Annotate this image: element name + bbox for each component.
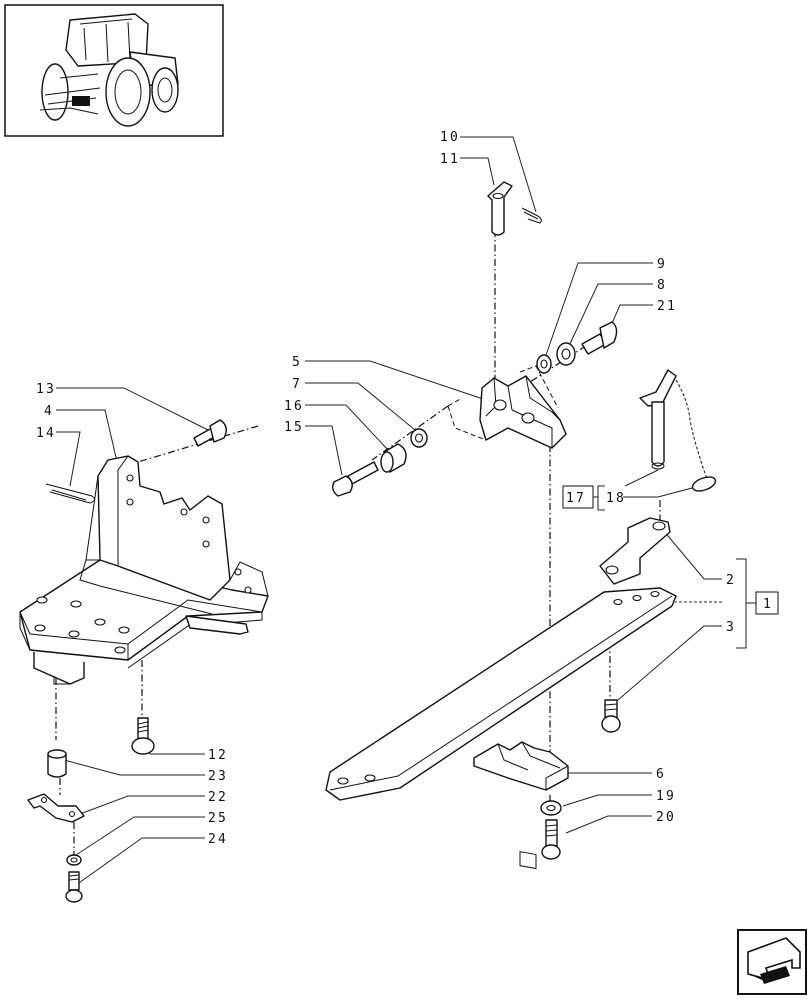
pin-18 bbox=[639, 369, 717, 492]
callout-2: 2 bbox=[726, 573, 736, 588]
callout-16: 16 bbox=[284, 399, 304, 414]
callout-21: 21 bbox=[657, 299, 677, 314]
callout-13: 13 bbox=[36, 382, 56, 397]
drawbar-3 bbox=[325, 587, 677, 801]
support-plate-4 bbox=[19, 455, 269, 685]
leader-lines bbox=[56, 136, 756, 886]
bolt-13 bbox=[193, 419, 227, 447]
bracket-5 bbox=[447, 365, 567, 449]
callout-7: 7 bbox=[292, 377, 302, 392]
bolt-20 bbox=[541, 819, 561, 860]
callout-5: 5 bbox=[292, 355, 302, 370]
callout-labels: 10 11 9 8 21 5 7 16 15 13 4 14 17 18 2 1… bbox=[36, 130, 779, 847]
washer-25 bbox=[66, 854, 82, 866]
next-page-arrow-icon[interactable] bbox=[737, 929, 807, 995]
bolt-21 bbox=[581, 321, 618, 355]
spacer-16 bbox=[380, 443, 407, 473]
callout-14: 14 bbox=[36, 426, 56, 441]
spacer-8 bbox=[556, 342, 576, 366]
callout-11: 11 bbox=[440, 152, 460, 167]
callout-4: 4 bbox=[44, 404, 54, 419]
callout-25: 25 bbox=[208, 811, 228, 826]
plate-22 bbox=[27, 793, 85, 823]
bracket-6 bbox=[473, 741, 569, 870]
callout-3: 3 bbox=[726, 620, 736, 635]
bolt-24 bbox=[65, 871, 83, 903]
bolt-15 bbox=[331, 461, 379, 497]
callout-6: 6 bbox=[656, 767, 666, 782]
callout-17: 17 bbox=[566, 491, 586, 506]
callout-8: 8 bbox=[657, 278, 667, 293]
callout-22: 22 bbox=[208, 790, 228, 805]
link-plate-2 bbox=[599, 517, 671, 585]
callout-18: 18 bbox=[606, 491, 626, 506]
washer-7 bbox=[410, 428, 428, 448]
tractor-thumbnail-icon bbox=[4, 4, 224, 137]
callout-24: 24 bbox=[208, 832, 228, 847]
bolt-lower-right bbox=[601, 699, 621, 733]
bushing-23 bbox=[47, 749, 67, 778]
callout-15: 15 bbox=[284, 420, 304, 435]
callout-19: 19 bbox=[656, 789, 676, 804]
callout-1: 1 bbox=[763, 597, 773, 612]
clip-14 bbox=[45, 483, 96, 504]
callout-10: 10 bbox=[440, 130, 460, 145]
pin-11 bbox=[487, 181, 513, 236]
washer-9 bbox=[536, 354, 552, 374]
callout-20: 20 bbox=[656, 810, 676, 825]
clip-10 bbox=[521, 207, 542, 224]
callout-23: 23 bbox=[208, 769, 228, 784]
callout-9: 9 bbox=[657, 257, 667, 272]
callout-12: 12 bbox=[208, 748, 228, 763]
bolt-12 bbox=[131, 717, 155, 755]
washer-19 bbox=[540, 800, 562, 816]
